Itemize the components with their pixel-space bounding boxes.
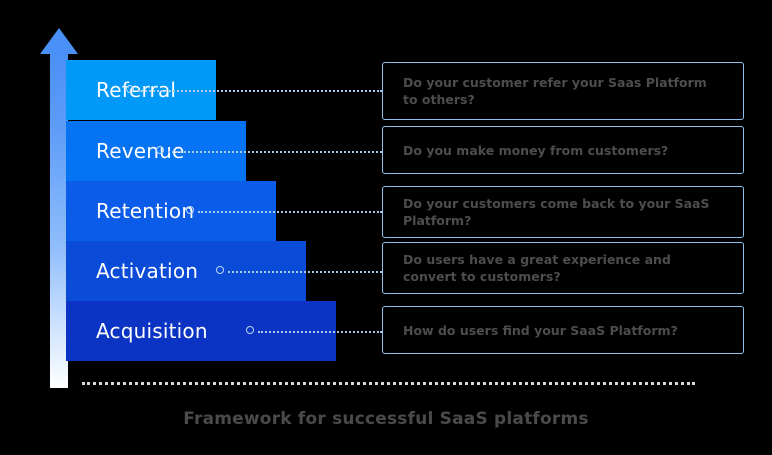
- connector-node-icon: [156, 146, 164, 154]
- connector-node-icon: [216, 266, 224, 274]
- connector-line: [258, 331, 382, 333]
- funnel-step-label: Activation: [96, 259, 199, 283]
- arrow-stem: [50, 50, 68, 388]
- connector-line: [138, 90, 382, 92]
- connector-node-icon: [186, 206, 194, 214]
- question-box-revenue[interactable]: Do you make money from customers?: [382, 126, 744, 174]
- funnel-step-label: Acquisition: [96, 319, 208, 343]
- question-box-retention[interactable]: Do your customers come back to your SaaS…: [382, 186, 744, 238]
- baseline-divider: [82, 382, 695, 385]
- question-text: Do your customers come back to your SaaS…: [403, 196, 710, 228]
- question-text: How do users find your SaaS Platform?: [403, 322, 678, 338]
- connector-node-icon: [126, 85, 134, 93]
- funnel-step-retention[interactable]: Retention: [66, 181, 276, 241]
- question-box-acquisition[interactable]: How do users find your SaaS Platform?: [382, 306, 744, 354]
- question-box-activation[interactable]: Do users have a great experience and con…: [382, 242, 744, 294]
- question-text: Do users have a great experience and con…: [403, 252, 671, 284]
- connector-line: [228, 271, 382, 273]
- connector-node-icon: [246, 326, 254, 334]
- funnel-step-label: Retention: [96, 199, 195, 223]
- question-text: Do your customer refer your Saas Platfor…: [403, 75, 707, 107]
- question-box-referral[interactable]: Do your customer refer your Saas Platfor…: [382, 62, 744, 120]
- connector-line: [168, 151, 382, 153]
- arrow-head-icon: [40, 28, 78, 54]
- upward-growth-arrow: [40, 28, 80, 388]
- diagram-caption: Framework for successful SaaS platforms: [183, 409, 589, 429]
- connector-line: [198, 211, 382, 213]
- question-text: Do you make money from customers?: [403, 142, 669, 158]
